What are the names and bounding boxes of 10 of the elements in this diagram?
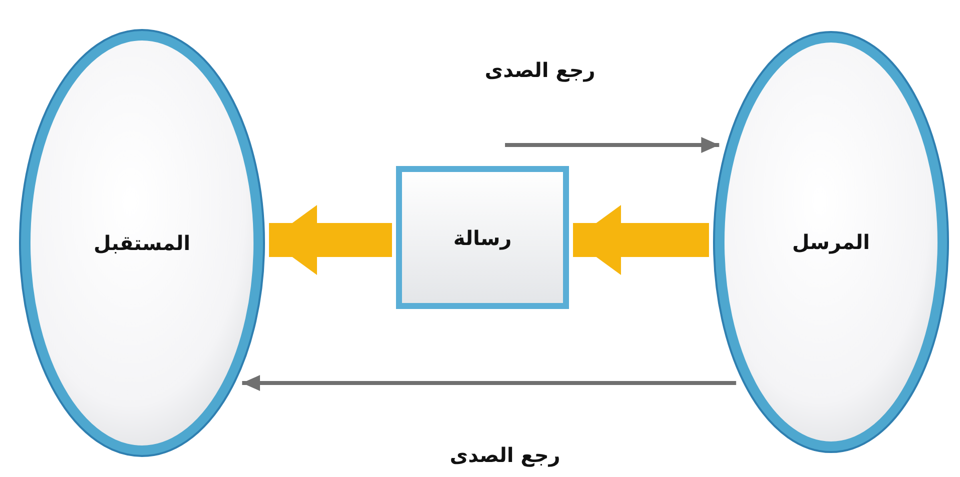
arrow [505,137,720,153]
node-label: المرسل [792,230,870,254]
message-box [395,165,570,310]
circle-node [712,30,950,454]
node-label: المستقبل [94,231,190,255]
arrow [242,375,736,391]
block-arrow [573,205,709,275]
circle-node [18,28,266,458]
block-arrow [269,205,392,275]
node-label: رسالة [453,226,512,250]
